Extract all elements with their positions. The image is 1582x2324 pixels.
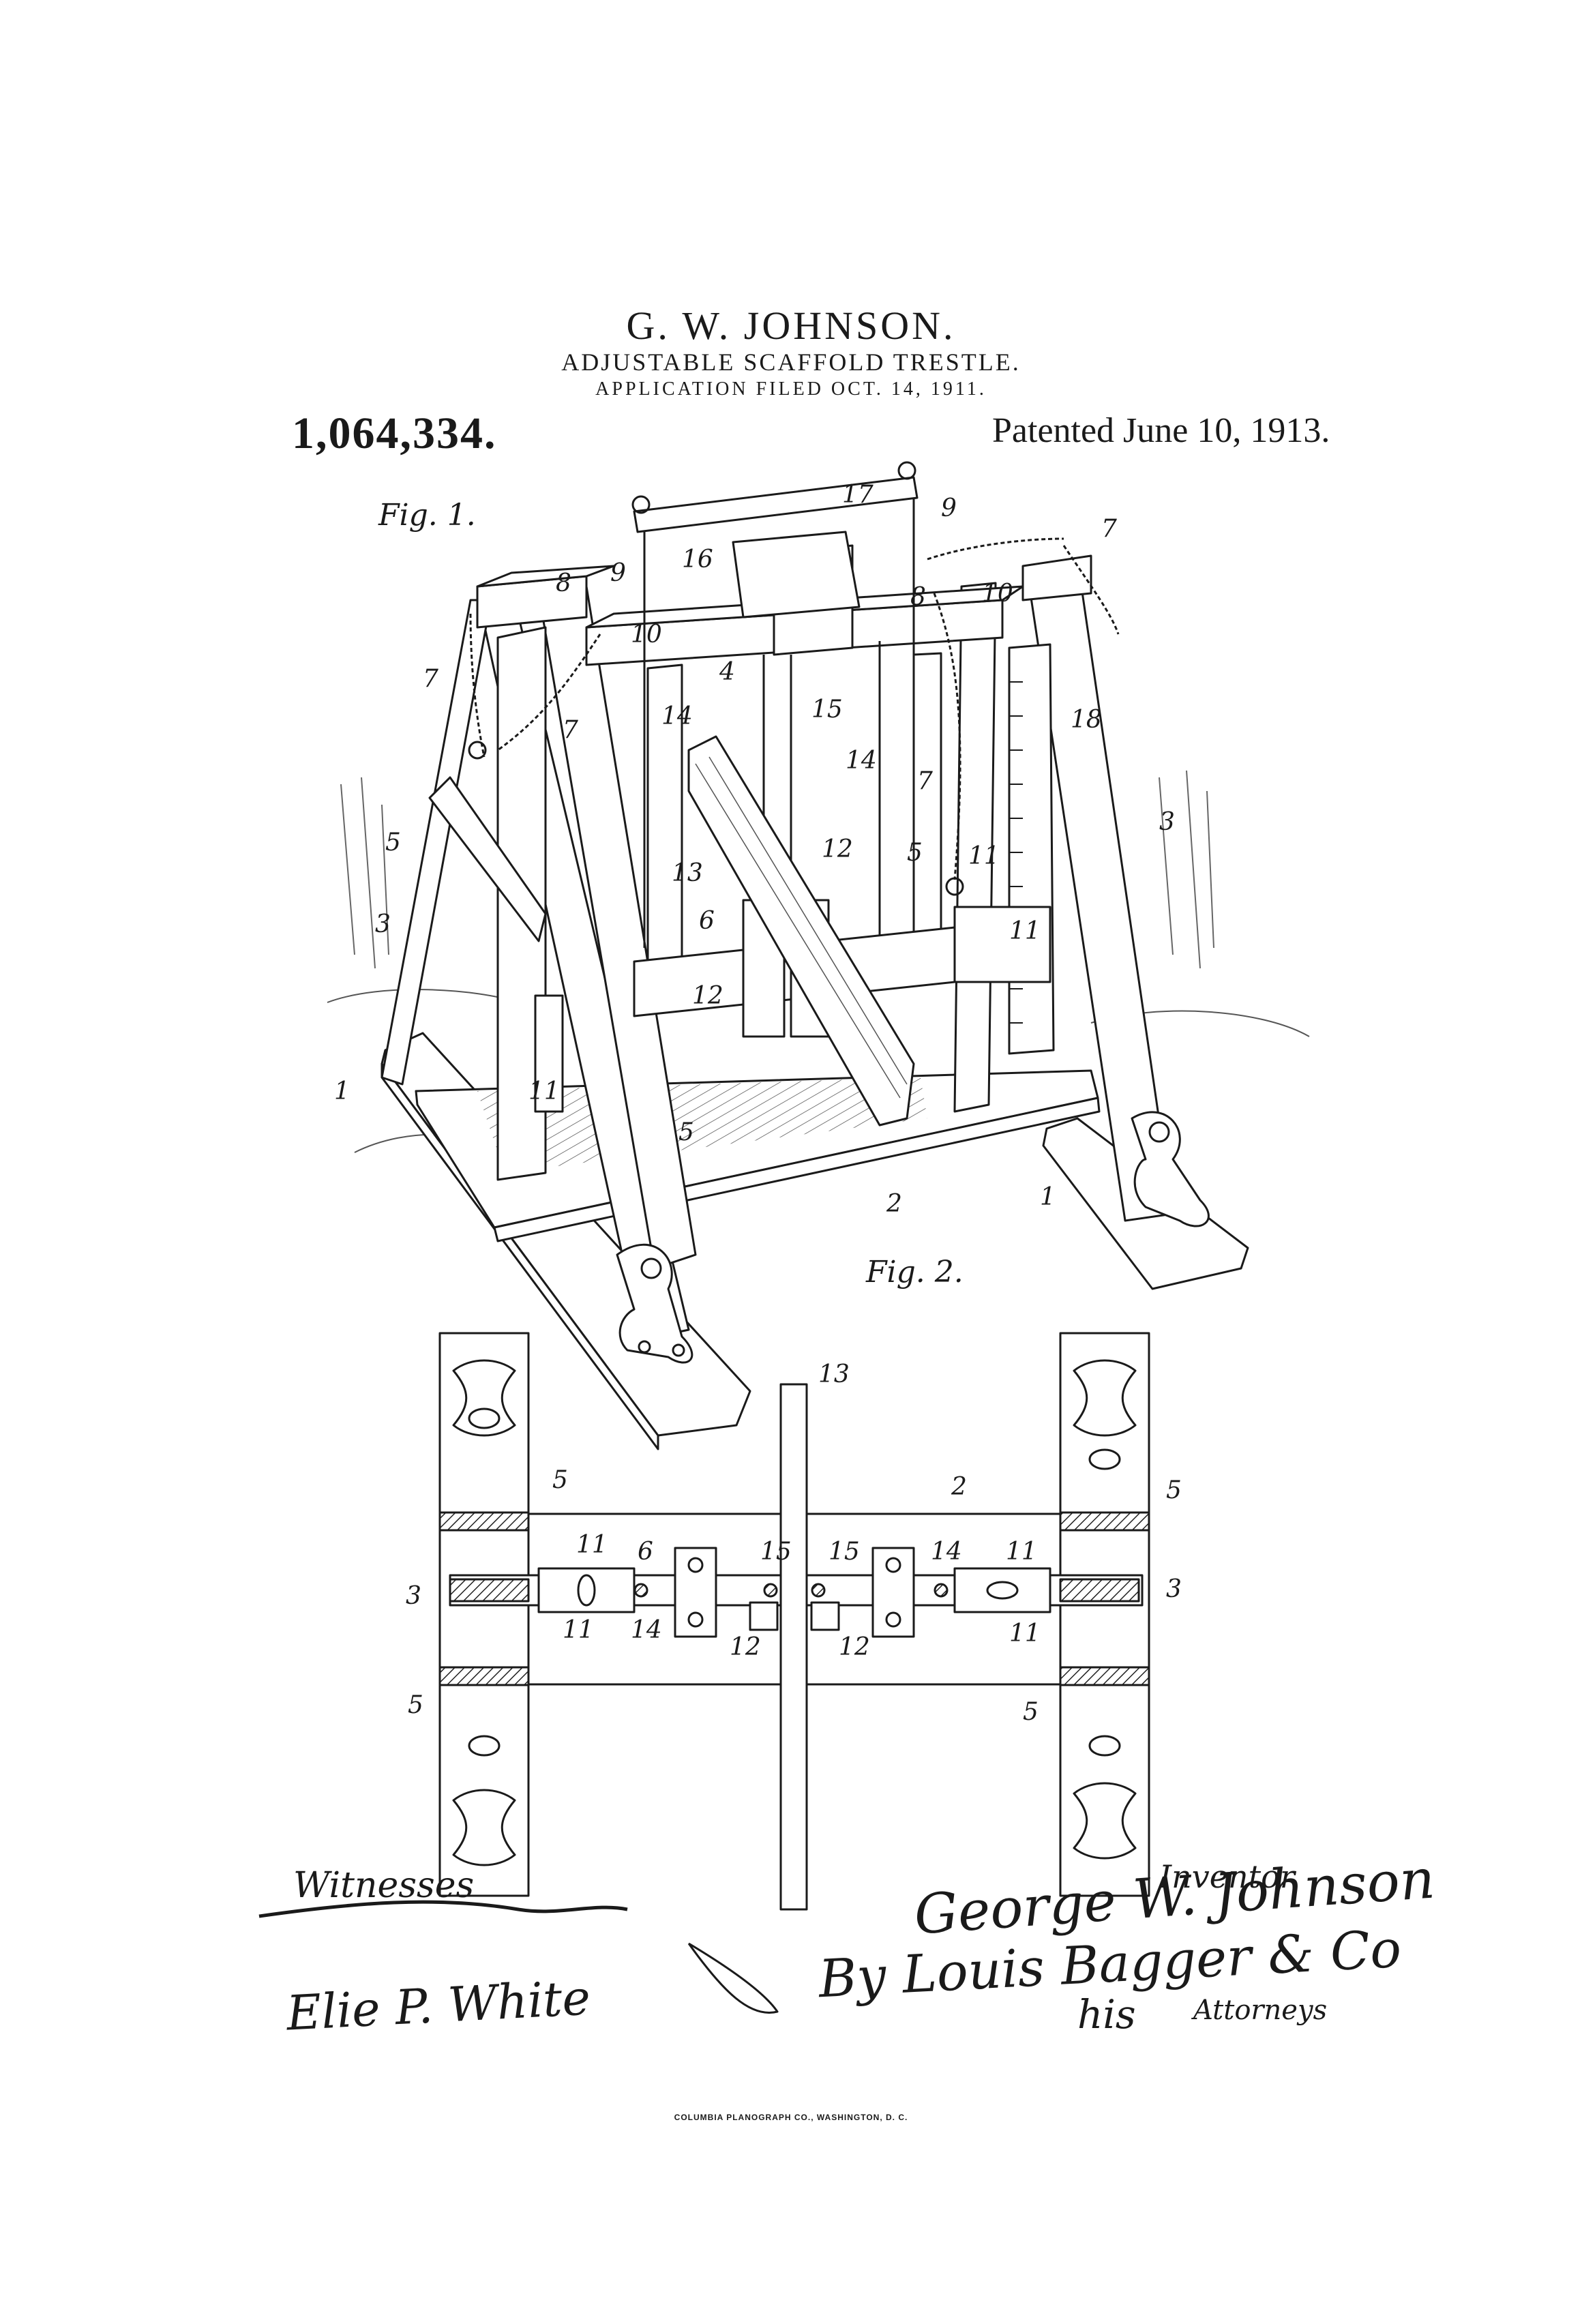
ref-numeral: 3	[375, 910, 391, 938]
ref-numeral: 1	[1040, 1183, 1056, 1211]
ref-numeral: 7	[423, 665, 438, 693]
ref-numeral: 11	[1009, 917, 1041, 945]
ref-numeral: 5	[1166, 1476, 1182, 1504]
ref-numeral: 16	[682, 546, 713, 573]
ref-numeral: 7	[563, 716, 578, 744]
fig2-plan-view	[440, 1333, 1149, 1909]
ref-numeral: 13	[818, 1360, 850, 1388]
ref-numeral: 4	[719, 658, 735, 686]
ref-numeral: 6	[699, 907, 715, 935]
ref-numeral: 10	[982, 580, 1013, 608]
ref-numeral: 2	[886, 1190, 902, 1218]
ref-numeral: 10	[631, 621, 662, 649]
ref-numeral: 12	[839, 1633, 870, 1661]
ref-numeral: 8	[556, 569, 571, 597]
ref-numeral: 7	[1101, 515, 1117, 543]
ref-numeral: 14	[846, 747, 877, 775]
ref-numeral: 7	[917, 767, 933, 795]
ref-numeral: 15	[829, 1538, 860, 1566]
witnesses-label: Witnesses	[293, 1865, 474, 1906]
ref-numeral: 13	[672, 859, 703, 887]
ref-numeral: 14	[631, 1616, 662, 1644]
ref-numeral: 11	[563, 1616, 594, 1644]
ref-numeral: 8	[910, 583, 926, 611]
ref-numeral: 11	[576, 1531, 608, 1559]
ref-numeral: 9	[610, 559, 626, 587]
ref-numeral: 11	[968, 842, 1000, 870]
ref-numeral: 11	[1009, 1620, 1041, 1648]
ref-numeral: 3	[1159, 808, 1175, 836]
ref-numeral: 11	[528, 1077, 560, 1105]
ref-numeral: 14	[661, 702, 693, 730]
ref-numeral: 11	[1006, 1538, 1037, 1566]
ref-numeral: 2	[951, 1473, 967, 1501]
ref-numeral: 5	[907, 839, 923, 867]
ref-numeral: 18	[1071, 706, 1102, 734]
fig2-label: Fig. 2.	[866, 1255, 964, 1290]
his-text: his	[1077, 1991, 1136, 2038]
ref-numeral: 5	[678, 1118, 694, 1146]
ref-numeral: 15	[760, 1538, 792, 1566]
ref-numeral: 1	[334, 1077, 350, 1105]
ref-numeral: 15	[811, 696, 843, 724]
ref-numeral: 14	[931, 1538, 962, 1566]
ref-numeral: 3	[1166, 1575, 1182, 1603]
printer-imprint: COLUMBIA PLANOGRAPH CO., WASHINGTON, D. …	[0, 2113, 1582, 2122]
ref-numeral: 12	[692, 982, 723, 1010]
ref-numeral: 12	[730, 1633, 761, 1661]
ref-numeral: 5	[552, 1466, 568, 1494]
ref-numeral: 12	[822, 835, 853, 863]
fig1-trestle	[327, 462, 1309, 1449]
ref-numeral: 9	[941, 494, 957, 522]
ref-numeral: 5	[1023, 1698, 1039, 1726]
fig1-label: Fig. 1.	[378, 498, 476, 533]
ref-numeral: 5	[385, 829, 401, 856]
attorneys-label: Attorneys	[1193, 1995, 1327, 2026]
ref-numeral: 17	[842, 481, 874, 509]
ref-numeral: 3	[406, 1582, 421, 1610]
ref-numeral: 5	[408, 1691, 423, 1719]
ref-numeral: 6	[638, 1538, 653, 1566]
